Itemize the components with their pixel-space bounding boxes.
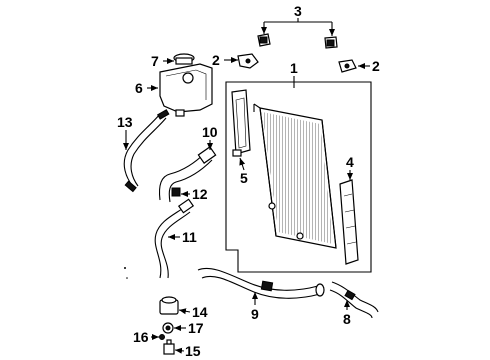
callout-10: 10 <box>202 124 218 140</box>
leader-lines <box>123 18 370 354</box>
callout-3: 3 <box>294 3 302 19</box>
hose-clamp <box>171 187 181 197</box>
reservoir-cap <box>173 53 195 65</box>
thermostat <box>162 322 174 334</box>
diagram-dot <box>124 267 126 269</box>
upper-radiator-pipe <box>158 146 217 203</box>
callout-5: 5 <box>240 170 248 186</box>
diagram-dot <box>126 277 128 279</box>
radiator-left-tank <box>231 89 251 157</box>
thermostat-housing <box>159 296 179 315</box>
radiator-outlet-hose <box>329 281 379 319</box>
callout-9: 9 <box>251 306 259 322</box>
upper-mount-left <box>257 33 271 47</box>
callout-11: 11 <box>182 229 197 245</box>
callout-1: 1 <box>290 60 298 76</box>
callout-6: 6 <box>135 80 143 96</box>
callout-17: 17 <box>188 320 204 336</box>
coolant-reservoir <box>159 63 213 117</box>
callout-12: 12 <box>192 186 208 202</box>
callout-13: 13 <box>117 114 133 130</box>
callout-7: 7 <box>151 53 159 69</box>
callout-2-right: 2 <box>372 58 380 74</box>
radiator-core <box>253 103 337 249</box>
callout-8: 8 <box>343 311 351 327</box>
bottom-hose <box>197 267 325 299</box>
bracket-left <box>237 53 259 69</box>
radiator-assembly-frame <box>225 81 372 273</box>
callout-16: 16 <box>133 329 149 345</box>
radiator-right-tank <box>339 179 359 265</box>
temperature-sensor <box>163 339 175 355</box>
overflow-hose <box>123 109 170 193</box>
callout-14: 14 <box>192 304 208 320</box>
callout-4: 4 <box>346 154 354 170</box>
bracket-right <box>338 59 357 73</box>
lower-hose <box>154 198 195 279</box>
upper-mount-right <box>324 36 338 49</box>
thermostat-seal <box>159 334 165 340</box>
callout-2-left: 2 <box>212 52 220 68</box>
callout-15: 15 <box>185 343 201 359</box>
